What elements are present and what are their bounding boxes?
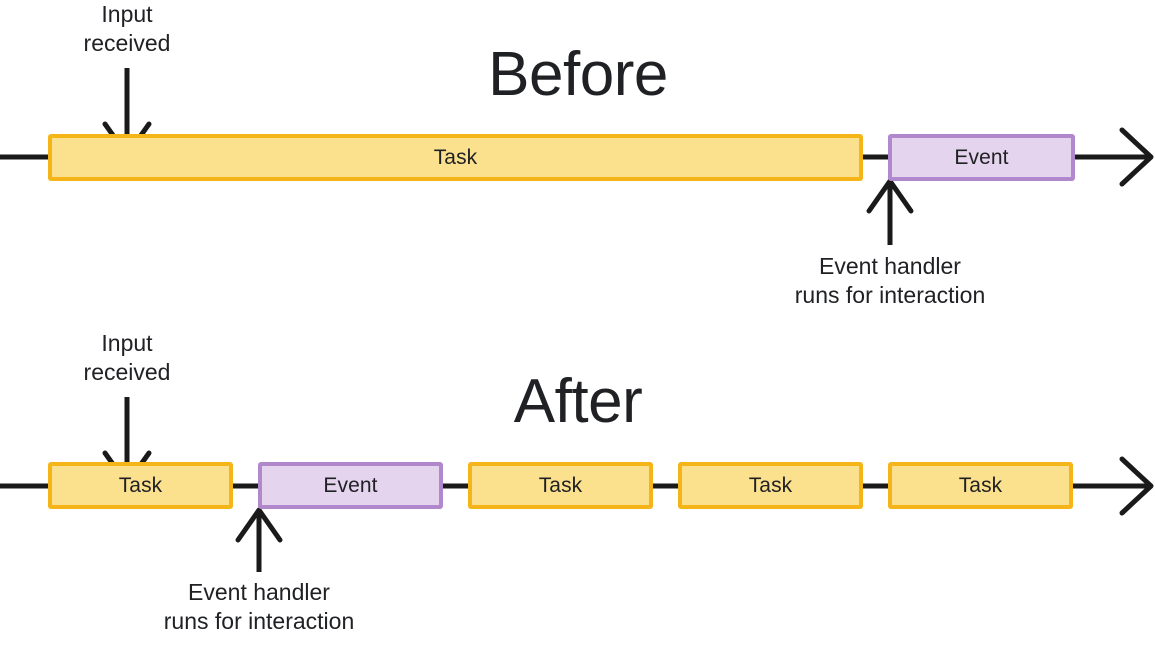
after-task-label-3: Task [748,474,793,497]
before-task-block[interactable]: Task [48,134,863,181]
after-task-label-1: Task [118,474,163,497]
after-task-block-4[interactable]: Task [888,462,1073,509]
before-input-received-annotation: Input received [83,1,171,57]
after-event-block[interactable]: Event [258,462,443,509]
before-handler-arrow-head-icon [866,178,914,214]
section-title-before: Before [488,40,668,109]
before-event-block[interactable]: Event [888,134,1075,181]
after-task-block-3[interactable]: Task [678,462,863,509]
before-event-label: Event [954,146,1009,169]
after-task-block-2[interactable]: Task [468,462,653,509]
after-input-received-annotation: Input received [83,330,171,386]
section-title-after: After [513,367,643,436]
after-timeline-arrowhead-icon [1119,456,1154,516]
after-task-block-1[interactable]: Task [48,462,233,509]
before-timeline-arrowhead-icon [1119,127,1154,187]
after-event-label: Event [323,474,378,497]
after-handler-arrow-head-icon [235,507,283,543]
before-task-label: Task [433,146,478,169]
after-event-handler-annotation: Event handler runs for interaction [163,579,355,635]
after-task-label-2: Task [538,474,583,497]
before-event-handler-annotation: Event handler runs for interaction [794,253,986,309]
after-task-label-4: Task [958,474,1003,497]
